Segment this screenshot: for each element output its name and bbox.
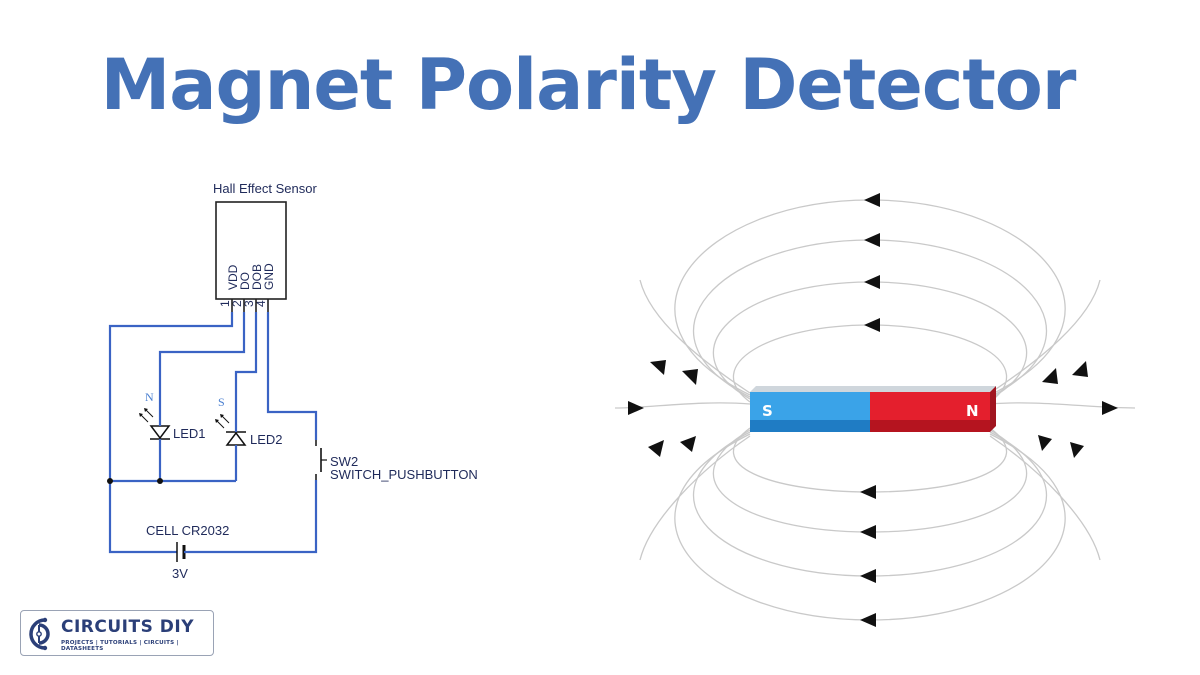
- bar-magnet: S N: [750, 386, 996, 432]
- field-arrow: [860, 485, 876, 499]
- wire-led-return: [110, 444, 238, 483]
- pin-name-dob: DOB: [250, 264, 264, 290]
- south-pole-label: S: [762, 402, 773, 420]
- wire-switch-return: [188, 480, 318, 554]
- magnetic-field-diagram: S N: [614, 193, 1136, 627]
- pin-num-3: 3: [242, 300, 256, 307]
- led2-symbol: [215, 414, 247, 450]
- led2-polarity-label: S: [218, 395, 225, 409]
- led1-label: LED1: [173, 426, 206, 441]
- pin-name-vdd: VDD: [226, 264, 240, 290]
- led1-polarity-label: N: [145, 390, 154, 404]
- field-line: [674, 199, 1066, 396]
- led2-label: LED2: [250, 432, 283, 447]
- magnet-south-pole: [750, 392, 870, 420]
- field-arrow: [680, 436, 696, 452]
- switch-type-label: SWITCH_PUSHBUTTON: [330, 467, 478, 482]
- wire-gnd: [266, 312, 318, 440]
- field-line: [614, 402, 751, 409]
- field-line: [732, 427, 1008, 493]
- field-line: [712, 429, 1028, 533]
- field-arrow: [864, 318, 880, 332]
- wire-vdd: [108, 312, 234, 554]
- battery-voltage-label: 3V: [172, 566, 188, 581]
- field-line: [989, 279, 1101, 394]
- pushbutton-switch-symbol: [314, 440, 327, 480]
- sensor-label: Hall Effect Sensor: [213, 181, 317, 196]
- pin-name-do: DO: [238, 272, 252, 290]
- field-arrow: [648, 440, 664, 457]
- magnet-north-pole: [870, 392, 990, 420]
- field-arrow: [864, 275, 880, 289]
- wire-do: [158, 312, 246, 420]
- field-line: [989, 402, 1136, 409]
- field-arrow: [1072, 361, 1088, 377]
- field-line: [989, 435, 1101, 561]
- field-arrow: [864, 193, 880, 207]
- hall-sensor-body: [215, 201, 287, 300]
- field-line: [712, 281, 1028, 400]
- pin-num-2: 2: [230, 300, 244, 307]
- field-arrow: [682, 369, 698, 385]
- field-arrow: [1038, 435, 1052, 451]
- field-arrow: [860, 613, 876, 627]
- led1-symbol: [139, 408, 171, 444]
- circuits-diy-logo[interactable]: CIRCUITS DIY PROJECTS | TUTORIALS | CIRC…: [20, 610, 214, 656]
- field-arrow: [860, 525, 876, 539]
- north-pole-label: N: [966, 402, 979, 420]
- junction-dot: [107, 478, 113, 484]
- field-arrow: [1102, 401, 1118, 415]
- field-line: [692, 239, 1048, 398]
- field-arrow: [650, 360, 666, 375]
- pin-num-4: 4: [254, 300, 268, 307]
- battery-label: CELL CR2032: [146, 523, 229, 538]
- page-title: Magnet Polarity Detector: [100, 44, 1077, 126]
- wire-dob: [234, 312, 258, 426]
- field-arrow: [628, 401, 644, 415]
- logo-name: CIRCUITS DIY: [61, 617, 195, 637]
- field-line: [639, 279, 751, 394]
- field-line: [639, 435, 751, 561]
- field-line: [674, 433, 1066, 621]
- schematic: Hall Effect Sensor VDD DO DOB GND 1 2 3 …: [107, 181, 478, 581]
- field-arrow: [864, 233, 880, 247]
- switch-label: SW2: [330, 454, 358, 469]
- battery-symbol: [172, 542, 188, 562]
- logo-cd-icon: [29, 617, 50, 651]
- field-arrow: [860, 569, 876, 583]
- pin-name-gnd: GND: [262, 263, 276, 290]
- logo-tagline: PROJECTS | TUTORIALS | CIRCUITS | DATASH…: [61, 640, 179, 652]
- field-arrow: [1042, 368, 1058, 384]
- junction-dot: [157, 478, 163, 484]
- pin-num-1: 1: [218, 300, 232, 307]
- field-arrow: [1070, 442, 1084, 458]
- field-line: [692, 431, 1048, 577]
